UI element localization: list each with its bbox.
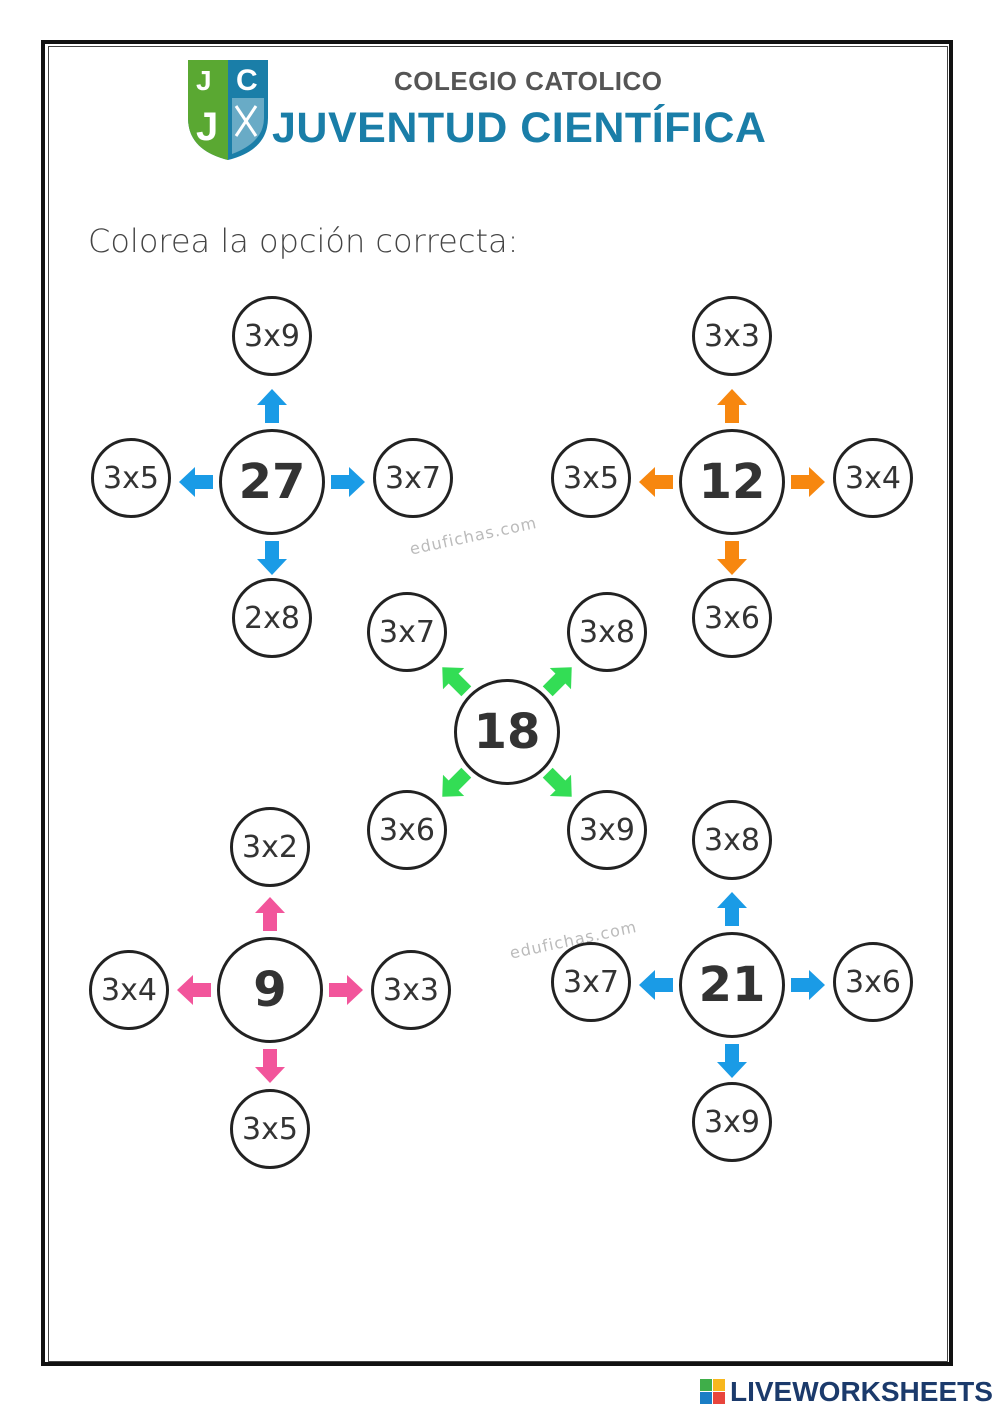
option-12-left[interactable]: 3x5 bbox=[551, 438, 631, 518]
option-9-left[interactable]: 3x4 bbox=[89, 950, 169, 1030]
instruction-text: Colorea la opción correcta: bbox=[88, 222, 519, 260]
center-number-21: 21 bbox=[679, 932, 785, 1038]
center-number-12: 12 bbox=[679, 429, 785, 535]
option-12-up[interactable]: 3x3 bbox=[692, 296, 772, 376]
arrow-9-down bbox=[255, 1049, 285, 1083]
arrow-9-right bbox=[329, 975, 363, 1005]
arrow-12-right bbox=[791, 467, 825, 497]
school-logo: J C J bbox=[188, 60, 268, 160]
center-number-9: 9 bbox=[217, 937, 323, 1043]
logo-letter-j-bottom: J bbox=[196, 105, 218, 149]
arrow-12-down bbox=[717, 541, 747, 575]
option-18-down-right[interactable]: 3x9 bbox=[567, 790, 647, 870]
arrow-21-up bbox=[717, 892, 747, 926]
option-12-down[interactable]: 3x6 bbox=[692, 578, 772, 658]
arrow-12-left bbox=[639, 467, 673, 497]
arrow-21-down bbox=[717, 1044, 747, 1078]
option-21-right[interactable]: 3x6 bbox=[833, 942, 913, 1022]
arrow-27-right bbox=[331, 467, 365, 497]
logo-letter-j-top: J bbox=[196, 65, 212, 96]
option-27-left[interactable]: 3x5 bbox=[91, 438, 171, 518]
option-9-down[interactable]: 3x5 bbox=[230, 1089, 310, 1169]
liveworksheets-brand: LIVEWORKSHEETS bbox=[700, 1376, 993, 1408]
arrow-12-up bbox=[717, 389, 747, 423]
school-name: JUVENTUD CIENTÍFICA bbox=[272, 104, 767, 152]
option-9-up[interactable]: 3x2 bbox=[230, 807, 310, 887]
arrow-21-right bbox=[791, 970, 825, 1000]
option-27-down[interactable]: 2x8 bbox=[232, 578, 312, 658]
center-number-27: 27 bbox=[219, 429, 325, 535]
logo-letter-c: C bbox=[236, 64, 258, 97]
option-18-down-left[interactable]: 3x6 bbox=[367, 790, 447, 870]
option-18-up-right[interactable]: 3x8 bbox=[567, 592, 647, 672]
arrow-27-down bbox=[257, 541, 287, 575]
option-27-right[interactable]: 3x7 bbox=[373, 438, 453, 518]
page-border bbox=[41, 40, 953, 1366]
option-18-up-left[interactable]: 3x7 bbox=[367, 592, 447, 672]
page-inner-border bbox=[48, 46, 948, 1362]
arrow-9-up bbox=[255, 897, 285, 931]
option-9-right[interactable]: 3x3 bbox=[371, 950, 451, 1030]
arrow-18-down-right bbox=[542, 767, 572, 797]
arrow-18-down-left bbox=[442, 767, 472, 797]
liveworksheets-text: LIVEWORKSHEETS bbox=[730, 1376, 993, 1407]
center-number-18: 18 bbox=[454, 679, 560, 785]
arrow-18-up-left bbox=[442, 667, 472, 697]
arrow-27-left bbox=[179, 467, 213, 497]
arrow-27-up bbox=[257, 389, 287, 423]
option-21-up[interactable]: 3x8 bbox=[692, 800, 772, 880]
arrow-9-left bbox=[177, 975, 211, 1005]
option-21-left[interactable]: 3x7 bbox=[551, 942, 631, 1022]
option-21-down[interactable]: 3x9 bbox=[692, 1082, 772, 1162]
arrow-18-up-right bbox=[542, 667, 572, 697]
arrow-21-left bbox=[639, 970, 673, 1000]
liveworksheets-logo-icon bbox=[700, 1379, 725, 1404]
option-27-up[interactable]: 3x9 bbox=[232, 296, 312, 376]
option-12-right[interactable]: 3x4 bbox=[833, 438, 913, 518]
school-subtitle: COLEGIO CATOLICO bbox=[394, 66, 663, 96]
